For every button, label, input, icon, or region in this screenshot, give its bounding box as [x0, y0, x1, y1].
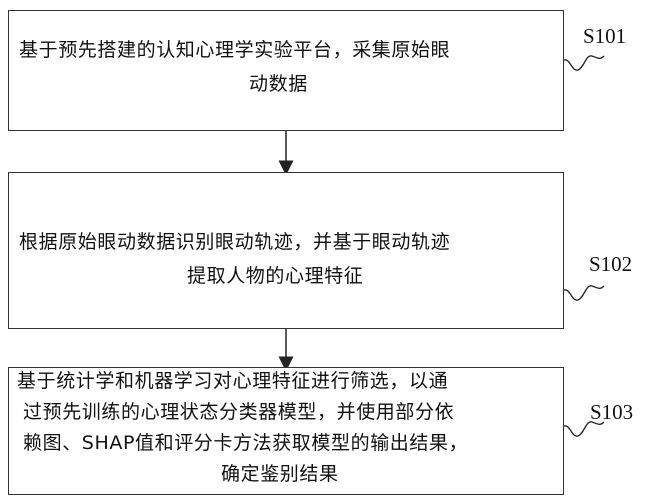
step-label-s103: S103: [590, 400, 634, 424]
step-s102-line-2: 提取人物的心理特征: [187, 265, 364, 287]
step-box-s102: 根据原始眼动数据识别眼动轨迹，并基于眼动轨迹 提取人物的心理特征: [8, 172, 564, 329]
step-label-s102: S102: [589, 252, 633, 276]
step-box-s101: 基于预先搭建的认知心理学实验平台，采集原始眼 动数据: [8, 10, 564, 131]
leader-s103: [563, 421, 605, 437]
leader-s102: [563, 285, 605, 301]
step-s101-line-2: 动数据: [249, 73, 308, 95]
step-s103-line-2: 过预先训练的心理状态分类器模型，并使用部分依: [23, 401, 455, 423]
step-s103-line-3: 赖图、SHAP值和评分卡方法获取模型的输出结果，: [23, 432, 469, 454]
step-s101-line-1: 基于预先搭建的认知心理学实验平台，采集原始眼: [19, 39, 451, 61]
step-s102-line-1: 根据原始眼动数据识别眼动轨迹，并基于眼动轨迹: [19, 231, 451, 253]
leader-s101: [563, 55, 605, 71]
step-text-s103: 基于统计学和机器学习对心理特征进行筛选，以通 过预先训练的心理状态分类器模型，并…: [17, 366, 468, 490]
step-s103-line-4: 确定鉴别结果: [221, 463, 339, 485]
step-text-s102: 根据原始眼动数据识别眼动轨迹，并基于眼动轨迹 提取人物的心理特征: [19, 225, 450, 293]
step-box-s103: 基于统计学和机器学习对心理特征进行筛选，以通 过预先训练的心理状态分类器模型，并…: [8, 367, 564, 495]
step-label-s101: S101: [583, 24, 627, 48]
step-text-s101: 基于预先搭建的认知心理学实验平台，采集原始眼 动数据: [19, 33, 450, 101]
step-s103-line-1: 基于统计学和机器学习对心理特征进行筛选，以通: [17, 370, 449, 392]
